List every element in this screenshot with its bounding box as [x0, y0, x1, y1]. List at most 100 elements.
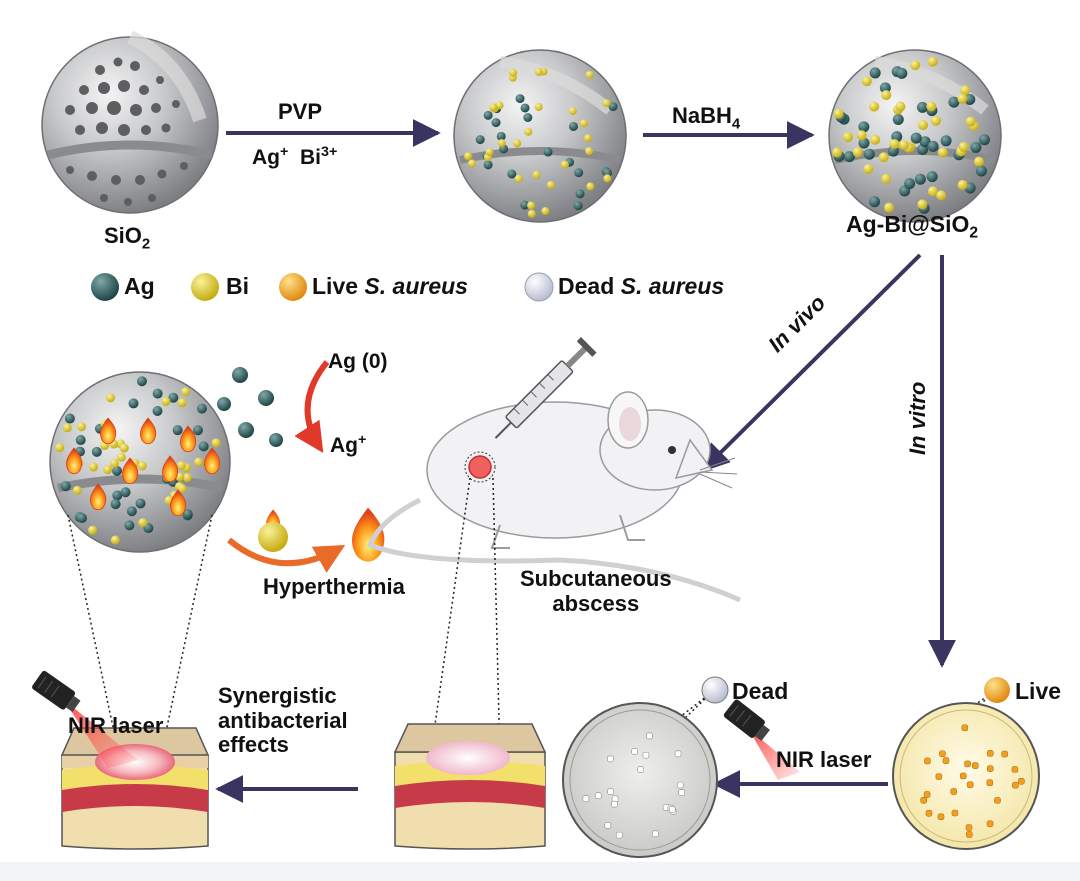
bi-nanoparticle	[917, 199, 928, 210]
dead-bacterium	[642, 751, 650, 759]
dead-bacterium	[668, 806, 676, 813]
bottom-band	[0, 862, 1080, 881]
bi-nanoparticle	[182, 473, 192, 483]
bi-nanoparticle	[464, 152, 473, 161]
live-bacterium	[920, 796, 928, 804]
bi-nanoparticle	[89, 462, 99, 472]
ag-nanoparticle	[520, 200, 530, 210]
ag-nanoparticle	[520, 103, 530, 113]
ag-nanoparticle	[198, 441, 209, 452]
flame-icon	[140, 417, 157, 445]
ag-nanoparticle	[892, 113, 904, 125]
bi-nanoparticle	[586, 182, 595, 191]
live-bacterium	[959, 772, 967, 780]
ag-nanoparticle	[172, 425, 183, 436]
live-bacterium	[935, 773, 943, 780]
bi-nanoparticle	[833, 108, 844, 119]
bi-nanoparticle	[194, 457, 204, 467]
ag-nanoparticle	[76, 513, 87, 524]
ag-nanoparticle	[126, 506, 137, 517]
ag-nanoparticle	[112, 465, 123, 476]
ag-nanoparticle	[927, 140, 939, 152]
big-flame-icon	[352, 507, 385, 562]
ag-nanoparticle	[843, 151, 855, 163]
ag-nanoparticle	[919, 136, 931, 148]
ion-reagents-label: Ag+ Bi3+	[252, 144, 338, 169]
ag-nanoparticle	[869, 196, 881, 208]
dead-bacterium	[631, 748, 638, 755]
legend-dead-label: Dead S. aureus	[558, 273, 725, 299]
bi-nanoparticle	[870, 134, 881, 145]
dead-bacterium	[594, 792, 602, 800]
nir-laser-left-label: NIR laser	[68, 713, 164, 738]
hyperthermia-label: Hyperthermia	[263, 574, 405, 599]
dead-bacterium	[611, 800, 618, 808]
ag-ion-label: Ag+	[330, 432, 367, 457]
flame-icon	[100, 417, 117, 445]
bi-nanoparticle	[497, 139, 506, 148]
ag-nanoparticle	[515, 94, 525, 104]
bi-nanoparticle	[62, 423, 72, 433]
product-label: Ag-Bi@SiO2	[846, 211, 979, 242]
dead-bacterium	[637, 766, 644, 773]
petri-dish-dead	[562, 702, 718, 858]
bi-nanoparticle	[177, 484, 187, 494]
live-bacterium	[1012, 781, 1019, 789]
bi-nanoparticle	[583, 134, 592, 143]
ag-nanoparticle	[136, 376, 147, 387]
flame-icon	[122, 457, 139, 485]
legend-bi-icon	[191, 273, 219, 301]
bi-nanoparticle	[485, 148, 494, 157]
flame-icon	[90, 483, 107, 511]
bi-nanoparticle	[181, 387, 191, 397]
live-bacterium	[1011, 766, 1019, 773]
ag-nanoparticle	[608, 102, 618, 112]
dead-bacterium	[652, 830, 659, 838]
bi-nanoparticle	[524, 127, 533, 136]
bi-nanoparticle	[88, 525, 98, 535]
bi-nanoparticle	[579, 119, 588, 128]
bi-nanoparticle	[585, 70, 594, 79]
live-label: Live	[1015, 678, 1062, 704]
ag-nanoparticle	[135, 498, 146, 509]
bi-nanoparticle	[832, 147, 843, 158]
live-bacterium-icon	[984, 677, 1010, 703]
bi-nanoparticle	[211, 438, 221, 448]
bi-nanoparticle	[72, 485, 82, 495]
bi-nanoparticle	[541, 207, 550, 216]
heating-arrow	[227, 537, 346, 573]
ag-nanoparticle	[120, 487, 131, 498]
bi-nanoparticle	[489, 103, 498, 112]
bi-nanoparticle	[856, 130, 867, 141]
bi-nanoparticle	[881, 90, 892, 101]
legend-dead-icon	[524, 272, 554, 302]
sio2-sphere	[41, 30, 219, 214]
mouse-illustration	[366, 391, 742, 603]
in-vivo-arrow	[701, 253, 922, 472]
dead-bacterium	[674, 750, 682, 758]
bi-nanoparticle	[927, 56, 938, 67]
ag-nanoparticle	[75, 435, 86, 446]
pvp-label: PVP	[278, 99, 323, 124]
flame-icon	[66, 447, 83, 475]
bi-nanoparticle	[842, 131, 853, 142]
sio2-label: SiO2	[104, 223, 151, 253]
nir-laser-right-label: NIR laser	[776, 747, 872, 772]
ag-nanoparticle	[978, 134, 990, 146]
legend-live-label: Live S. aureus	[312, 273, 468, 299]
dead-bacterium	[615, 831, 623, 839]
ag-nanoparticle	[863, 148, 875, 160]
ag-nanoparticle	[196, 403, 207, 414]
live-bacterium	[942, 757, 950, 764]
ion-loaded-sphere	[453, 49, 627, 223]
flame-icon	[162, 455, 179, 483]
flame-icon	[180, 425, 197, 453]
ag-nanoparticle	[491, 118, 501, 128]
ag-nanoparticle	[523, 113, 533, 123]
bi-nanoparticle	[534, 67, 543, 76]
bi-nanoparticle	[177, 398, 187, 408]
bi-nanoparticle	[116, 452, 126, 462]
bi-nanoparticle	[119, 443, 129, 453]
live-bacterium	[986, 779, 994, 787]
bi-nanoparticle	[918, 120, 929, 131]
